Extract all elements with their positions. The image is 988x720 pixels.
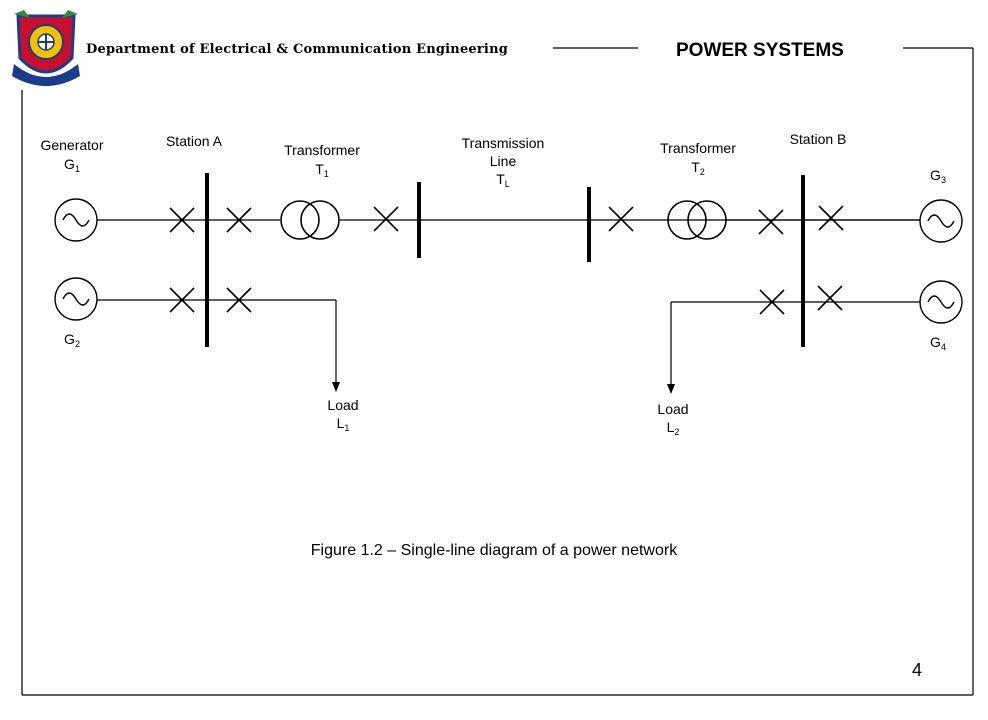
transformer-t2-secondary-icon bbox=[687, 200, 727, 240]
transformer-t1-primary-icon bbox=[280, 200, 320, 240]
load1-arrow-icon bbox=[332, 382, 340, 392]
t2-label: T2 bbox=[691, 159, 705, 177]
transformer-t2-primary-icon bbox=[667, 200, 707, 240]
institution-crest-icon bbox=[12, 10, 80, 86]
g1-label: G1 bbox=[64, 156, 80, 174]
load2-arrow-icon bbox=[667, 384, 675, 394]
t1-label: T1 bbox=[315, 161, 329, 179]
g3-label: G3 bbox=[930, 167, 946, 185]
l2-label: L2 bbox=[666, 419, 680, 437]
load1-label: Load bbox=[327, 397, 359, 413]
station-a-label: Station A bbox=[165, 133, 223, 149]
course-title: POWER SYSTEMS bbox=[676, 40, 844, 61]
breaker-t1-left-icon bbox=[226, 207, 252, 233]
transformer-t2-label: Transformer bbox=[660, 140, 736, 156]
breaker-t1-right-icon bbox=[373, 206, 399, 232]
g2-label: G2 bbox=[64, 331, 80, 349]
breaker-t2-left-icon bbox=[608, 206, 634, 232]
breaker-g2-icon bbox=[169, 287, 195, 313]
page-number: 4 bbox=[912, 660, 923, 680]
l1-label: L1 bbox=[336, 415, 350, 433]
breaker-g3-icon bbox=[818, 205, 844, 231]
g4-label: G4 bbox=[930, 334, 946, 352]
breaker-t2-right-icon bbox=[758, 209, 784, 235]
line-label: Line bbox=[489, 153, 517, 169]
department-name: Department of Electrical & Communication… bbox=[86, 42, 509, 57]
breaker-g1-icon bbox=[169, 207, 195, 233]
tl-label: TL bbox=[496, 171, 510, 189]
breaker-load2-icon bbox=[759, 289, 785, 315]
generator-label: Generator bbox=[40, 137, 104, 153]
transformer-t1-label: Transformer bbox=[284, 142, 360, 158]
breaker-load1-icon bbox=[226, 287, 252, 313]
station-b-label: Station B bbox=[789, 131, 847, 147]
transformer-t1-secondary-icon bbox=[300, 200, 340, 240]
figure-caption: Figure 1.2 – Single-line diagram of a po… bbox=[310, 542, 678, 559]
transmission-label: Transmission bbox=[461, 135, 545, 151]
load2-label: Load bbox=[657, 401, 689, 417]
breaker-g4-icon bbox=[817, 285, 843, 311]
